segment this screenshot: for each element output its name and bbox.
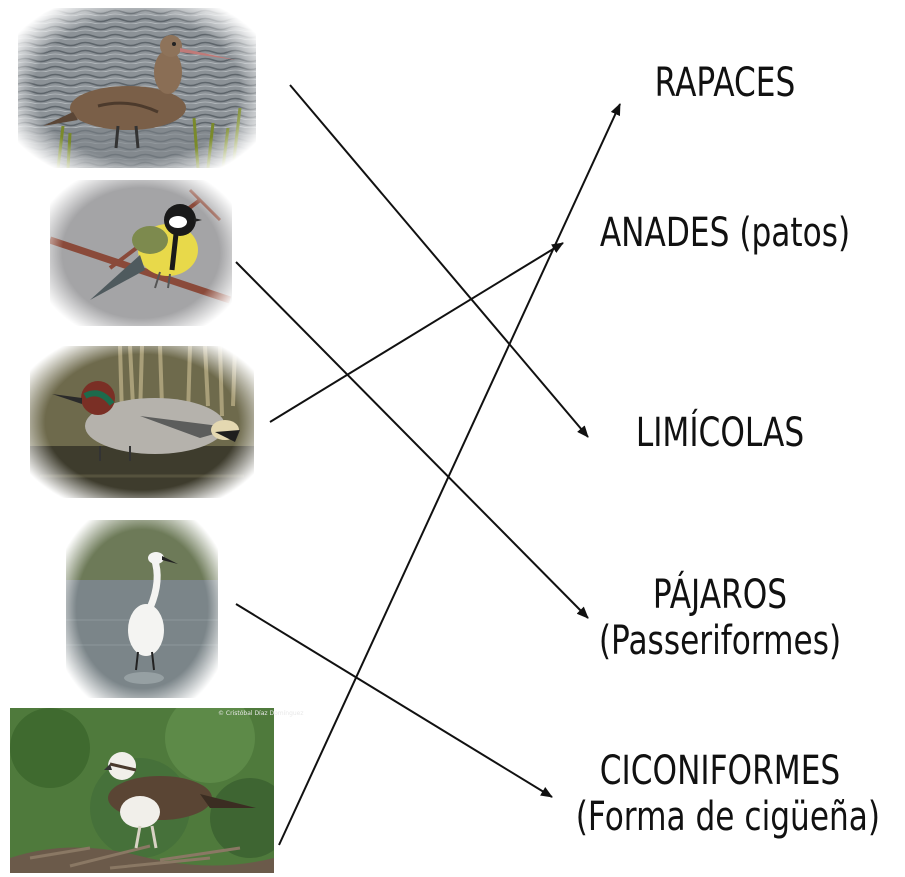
rapaces-text: RAPACES: [628, 60, 823, 106]
tit-photo: [50, 180, 232, 326]
duck-illustration: [30, 346, 254, 498]
label-ciconiformes: CICONIFORMES (Forma de cigüeña): [576, 748, 865, 840]
egret-photo: [66, 520, 218, 698]
label-anades: ANADES (patos): [592, 210, 857, 256]
label-pajaros: PÁJAROS (Passeriformes): [584, 572, 857, 664]
osprey-photo: [10, 708, 274, 873]
arrow-tit-to-pajaros: [236, 262, 588, 618]
osprey-illustration: [10, 708, 274, 873]
egret-illustration: [66, 520, 218, 698]
label-rapaces: RAPACES: [628, 60, 823, 106]
ciconiformes-text: CICONIFORMES: [576, 748, 865, 794]
pajaros-subtext: (Passeriformes): [584, 618, 857, 664]
arrow-duck-to-anades: [270, 243, 563, 422]
label-limicolas: LIMÍCOLAS: [619, 410, 822, 456]
duck-photo: [30, 346, 254, 498]
pajaros-text: PÁJAROS: [584, 572, 857, 618]
anades-text: ANADES (patos): [592, 210, 857, 256]
wader-illustration: [18, 8, 256, 168]
arrow-egret-to-ciconiformes: [236, 604, 552, 797]
photo-credit: © Cristóbal Díaz Domínguez: [218, 710, 304, 717]
limicolas-text: LIMÍCOLAS: [619, 410, 822, 456]
arrow-osprey-to-rapaces: [279, 104, 620, 845]
tit-illustration: [50, 180, 232, 326]
wader-photo: [18, 8, 256, 168]
arrow-wader-to-limicolas: [290, 85, 588, 437]
ciconiformes-subtext: (Forma de cigüeña): [576, 794, 865, 840]
